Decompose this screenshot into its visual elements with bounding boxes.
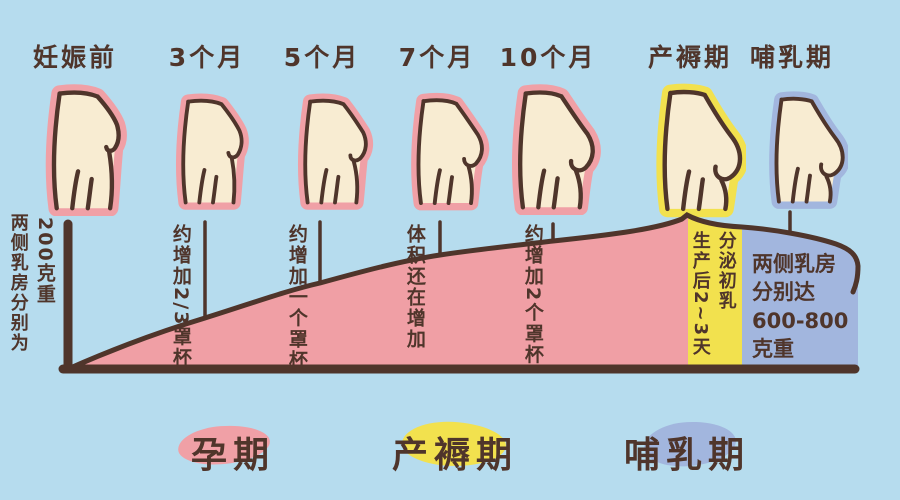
stage-figure-4 xyxy=(490,80,604,215)
axis-label-outer: 两侧乳房分别为 xyxy=(7,213,29,353)
puerperium-note-1: 生产后2~3天 xyxy=(689,231,711,358)
torso-illustration xyxy=(411,92,490,211)
axis-label-weight: 200克重 xyxy=(33,217,56,305)
phase-puerperium-label: 产褥期 xyxy=(391,435,518,476)
torso-skin xyxy=(305,100,366,203)
torso-illustration xyxy=(45,84,127,216)
torso-lines xyxy=(662,89,743,212)
stage-figure-3 xyxy=(395,84,490,215)
phase-lactation-label: 哺乳期 xyxy=(623,435,750,476)
stage-figure-5 xyxy=(638,78,746,218)
torso-illustration xyxy=(297,93,374,210)
torso-lines xyxy=(774,96,845,204)
lactation-note-line: 两侧乳房 xyxy=(752,252,836,276)
stage-label-2: 5个月 xyxy=(283,43,361,72)
stage-label-3: 7个月 xyxy=(398,43,476,72)
torso-skin xyxy=(53,92,119,209)
puerperium-note-2: 分泌初乳 xyxy=(715,231,737,311)
stage-label-6: 哺乳期 xyxy=(749,43,834,72)
torso-lines xyxy=(416,98,484,205)
torso-skin xyxy=(520,92,593,208)
annotation-7-months: 体积还在增加 xyxy=(403,224,426,350)
stage-figure-2 xyxy=(282,84,376,215)
phase-puerperium: 产褥期 xyxy=(380,419,530,476)
lactation-note-line: 分别达 xyxy=(752,280,815,305)
stage-label-0: 妊娠前 xyxy=(32,43,117,72)
stage-figure-1 xyxy=(160,84,254,215)
growth-area-chart xyxy=(58,210,861,374)
lactation-note-line: 克重 xyxy=(752,337,794,362)
phase-lactation: 哺乳期 xyxy=(612,419,762,476)
lactation-note: 两侧乳房 分别达 600-800 克重 xyxy=(752,250,858,363)
annotation-5-months: 约增加一个罩杯 xyxy=(285,224,308,371)
torso-lines xyxy=(51,90,121,211)
stage-figure-0 xyxy=(25,80,137,216)
puerperium-band xyxy=(688,215,742,369)
lactation-note-line: 600-800 xyxy=(752,308,849,333)
torso-lines xyxy=(518,90,595,210)
stage-label-1: 3个月 xyxy=(168,43,246,72)
phase-pregnancy-label: 孕期 xyxy=(190,435,275,476)
growth-chart xyxy=(0,195,900,400)
annotation-10-months: 约增加2个罩杯 xyxy=(521,224,544,366)
torso-illustration xyxy=(175,93,249,210)
torso-skin xyxy=(183,100,242,203)
torso-lines xyxy=(181,98,244,205)
torso-lines xyxy=(303,98,368,205)
annotation-3-months: 约增加2/3罩杯 xyxy=(169,224,192,369)
phase-pregnancy: 孕期 xyxy=(168,420,298,476)
torso-illustration xyxy=(769,91,848,209)
stage-label-5: 产褥期 xyxy=(647,43,732,72)
torso-illustration xyxy=(656,83,746,218)
stage-figure-6 xyxy=(753,78,848,218)
torso-illustration xyxy=(511,84,601,215)
torso-skin xyxy=(418,100,482,204)
stages-layer: 妊娠前 3个月 5个月 7个月 xyxy=(0,0,900,220)
stage-label-4: 10个月 xyxy=(499,43,597,72)
pregnancy-area-fill xyxy=(68,215,858,369)
